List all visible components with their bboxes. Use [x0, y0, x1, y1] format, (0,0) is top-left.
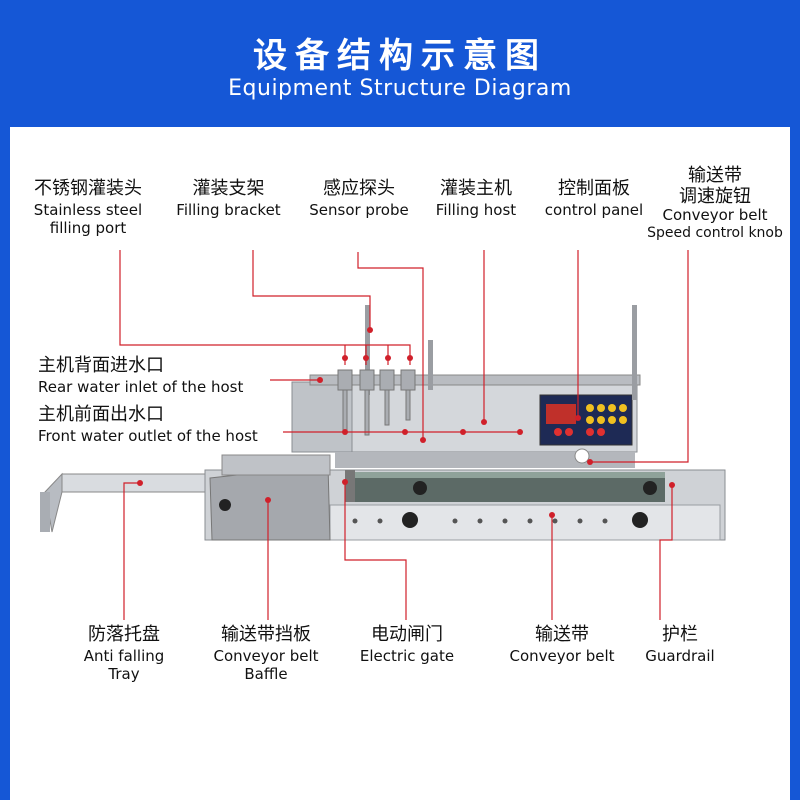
- speed-knob-shape: [575, 449, 589, 463]
- label-filling-host: 灌装主机 Filling host: [425, 178, 527, 219]
- label-guardrail: 护栏 Guardrail: [634, 624, 726, 665]
- label-electric-gate: 电动闸门 Electric gate: [352, 624, 462, 665]
- label-electric-gate-cn: 电动闸门: [352, 624, 462, 647]
- label-belt-baffle: 输送带挡板 Conveyor belt Baffle: [204, 624, 328, 684]
- label-filling-host-cn: 灌装主机: [425, 178, 527, 201]
- label-conveyor-belt-cn: 输送带: [500, 624, 624, 647]
- label-guardrail-en: Guardrail: [634, 647, 726, 666]
- label-belt-baffle-cn: 输送带挡板: [204, 624, 328, 647]
- label-control-panel-cn: 控制面板: [535, 178, 653, 201]
- label-stainless-port-cn: 不锈钢灌装头: [18, 178, 158, 201]
- label-conveyor-belt-en: Conveyor belt: [500, 647, 624, 666]
- label-belt-baffle-en1: Conveyor belt: [204, 647, 328, 666]
- label-front-outlet-en: Front water outlet of the host: [38, 427, 258, 446]
- label-sensor-probe-en: Sensor probe: [300, 201, 418, 220]
- label-belt-baffle-en2: Baffle: [204, 665, 328, 684]
- label-electric-gate-en: Electric gate: [352, 647, 462, 666]
- label-anti-fall-tray-en2: Tray: [74, 665, 174, 684]
- label-stainless-port-en1: Stainless steel: [18, 201, 158, 220]
- label-guardrail-cn: 护栏: [634, 624, 726, 647]
- label-sensor-probe: 感应探头 Sensor probe: [300, 178, 418, 219]
- label-sensor-probe-cn: 感应探头: [300, 178, 418, 201]
- label-speed-knob-en1: Conveyor belt: [640, 207, 790, 224]
- label-filling-bracket: 灌装支架 Filling bracket: [166, 178, 291, 219]
- label-stainless-port-en2: filling port: [18, 219, 158, 238]
- label-control-panel-en: control panel: [535, 201, 653, 220]
- label-speed-knob-en2: Speed control knob: [640, 225, 790, 241]
- label-anti-fall-tray-cn: 防落托盘: [74, 624, 174, 647]
- label-control-panel: 控制面板 control panel: [535, 178, 653, 219]
- label-filling-bracket-cn: 灌装支架: [166, 178, 291, 201]
- label-front-outlet: 主机前面出水口 Front water outlet of the host: [38, 404, 258, 445]
- label-speed-knob: 输送带 调速旋钮 Conveyor belt Speed control kno…: [640, 166, 790, 241]
- label-rear-inlet-en: Rear water inlet of the host: [38, 378, 243, 397]
- label-filling-bracket-en: Filling bracket: [166, 201, 291, 220]
- label-conveyor-belt: 输送带 Conveyor belt: [500, 624, 624, 665]
- control-panel-shape: [540, 395, 632, 445]
- label-rear-inlet-cn: 主机背面进水口: [38, 355, 243, 378]
- label-front-outlet-cn: 主机前面出水口: [38, 404, 258, 427]
- label-anti-fall-tray-en1: Anti falling: [74, 647, 174, 666]
- label-filling-host-en: Filling host: [425, 201, 527, 220]
- label-rear-inlet: 主机背面进水口 Rear water inlet of the host: [38, 355, 243, 396]
- electric-gate-shape: [345, 470, 355, 502]
- label-stainless-port: 不锈钢灌装头 Stainless steel filling port: [18, 178, 158, 238]
- label-speed-knob-cn2: 调速旋钮: [640, 187, 790, 208]
- label-anti-fall-tray: 防落托盘 Anti falling Tray: [74, 624, 174, 684]
- label-speed-knob-cn1: 输送带: [640, 166, 790, 187]
- belt-baffle-shape: [210, 455, 330, 540]
